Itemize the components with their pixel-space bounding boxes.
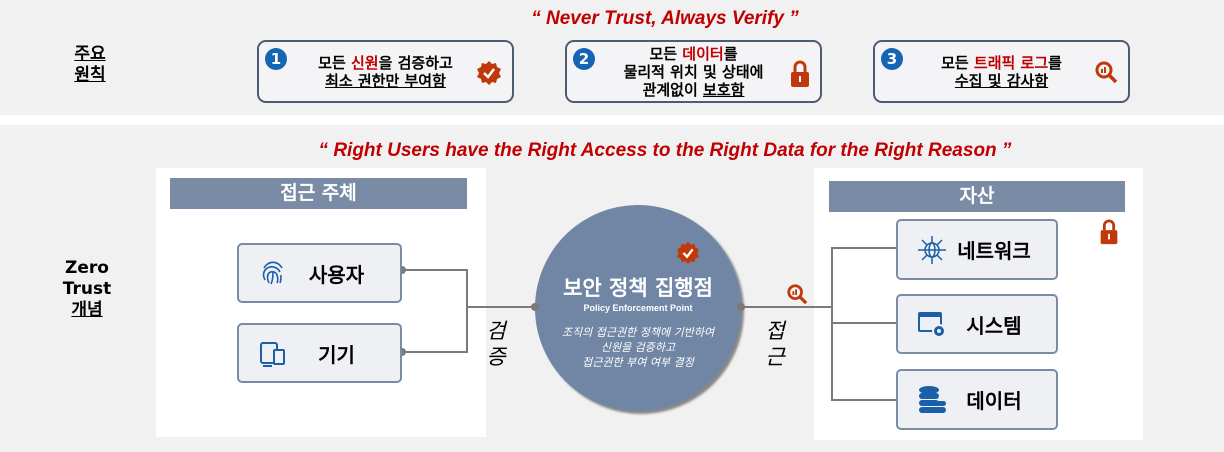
pep-desc: 접근권한 부여 여부 결정 xyxy=(582,356,694,369)
devices-icon xyxy=(260,342,285,367)
label-line: 주요 xyxy=(74,44,106,64)
principles-quote: “ Never Trust, Always Verify ” xyxy=(531,8,799,29)
verified-badge-icon xyxy=(676,241,700,265)
text: 모든 xyxy=(941,53,974,72)
item-label: 사용자 xyxy=(308,262,365,287)
pep-desc: 조직의 접근권한 정책에 기반하여 xyxy=(561,326,715,339)
text: 보호함 xyxy=(703,80,745,99)
label-line: 개념 xyxy=(71,300,103,320)
search-analytics-icon xyxy=(787,284,808,305)
text: 최소 권한만 부여함 xyxy=(325,71,446,90)
number-badge: 3 xyxy=(881,48,903,70)
highlight: 신원 xyxy=(350,53,379,72)
label-line: 원칙 xyxy=(74,65,106,85)
lock-icon xyxy=(791,60,809,87)
network-icon xyxy=(918,235,946,264)
text: 를 xyxy=(1048,53,1062,72)
subject-device: 기기 xyxy=(237,323,402,383)
label-line: Trust xyxy=(62,279,112,299)
verified-badge-icon xyxy=(477,61,501,85)
item-label: 데이터 xyxy=(966,389,1022,413)
connector-dot xyxy=(531,303,539,311)
asset-data: 데이터 xyxy=(896,369,1058,430)
label-line: Zero xyxy=(65,258,109,278)
item-label: 기기 xyxy=(318,342,355,367)
text: 모든 xyxy=(649,44,683,63)
concept-label: Zero Trust 개념 xyxy=(52,258,122,321)
highlight: 데이터 xyxy=(682,44,724,63)
connector-dot xyxy=(737,303,745,311)
text: 를 xyxy=(723,44,738,63)
system-settings-icon xyxy=(918,312,946,338)
subject-user: 사용자 xyxy=(237,243,402,303)
item-label: 네트워크 xyxy=(957,239,1031,263)
char: 근 xyxy=(765,345,785,369)
asset-system: 시스템 xyxy=(896,294,1058,354)
lock-icon xyxy=(1100,219,1118,245)
pep-title: 보안 정책 집행점 xyxy=(563,276,713,300)
number-badge: 2 xyxy=(573,48,595,70)
search-analytics-icon xyxy=(1095,61,1118,84)
connector-dot xyxy=(398,348,406,356)
text: 물리적 위치 및 상태에 xyxy=(623,62,764,81)
text: 모든 xyxy=(318,53,351,72)
item-label: 시스템 xyxy=(966,313,1022,338)
subjects-header: 접근 주체 xyxy=(170,178,467,209)
policy-enforcement-point: 보안 정책 집행점 Policy Enforcement Point 조직의 접… xyxy=(535,205,741,411)
pep-desc: 신원을 검증하고 xyxy=(600,341,676,354)
number-badge: 1 xyxy=(265,48,287,70)
char: 접 xyxy=(765,319,785,343)
text: 관계없이 xyxy=(642,80,704,99)
principles-label: 주요 원칙 xyxy=(62,44,118,86)
concept-quote: “ Right Users have the Right Access to t… xyxy=(318,140,1012,161)
char: 검 xyxy=(486,319,506,343)
highlight: 트래픽 로그 xyxy=(973,53,1049,72)
pep-subtitle: Policy Enforcement Point xyxy=(583,303,693,313)
assets-header: 자산 xyxy=(829,181,1125,212)
database-icon xyxy=(919,385,946,413)
char: 증 xyxy=(486,345,506,369)
asset-network: 네트워크 xyxy=(896,219,1058,280)
connector-dot xyxy=(398,266,406,274)
fingerprint-icon xyxy=(262,261,283,285)
text: 수집 및 감사함 xyxy=(954,71,1049,90)
text: 을 검증하고 xyxy=(378,53,453,72)
